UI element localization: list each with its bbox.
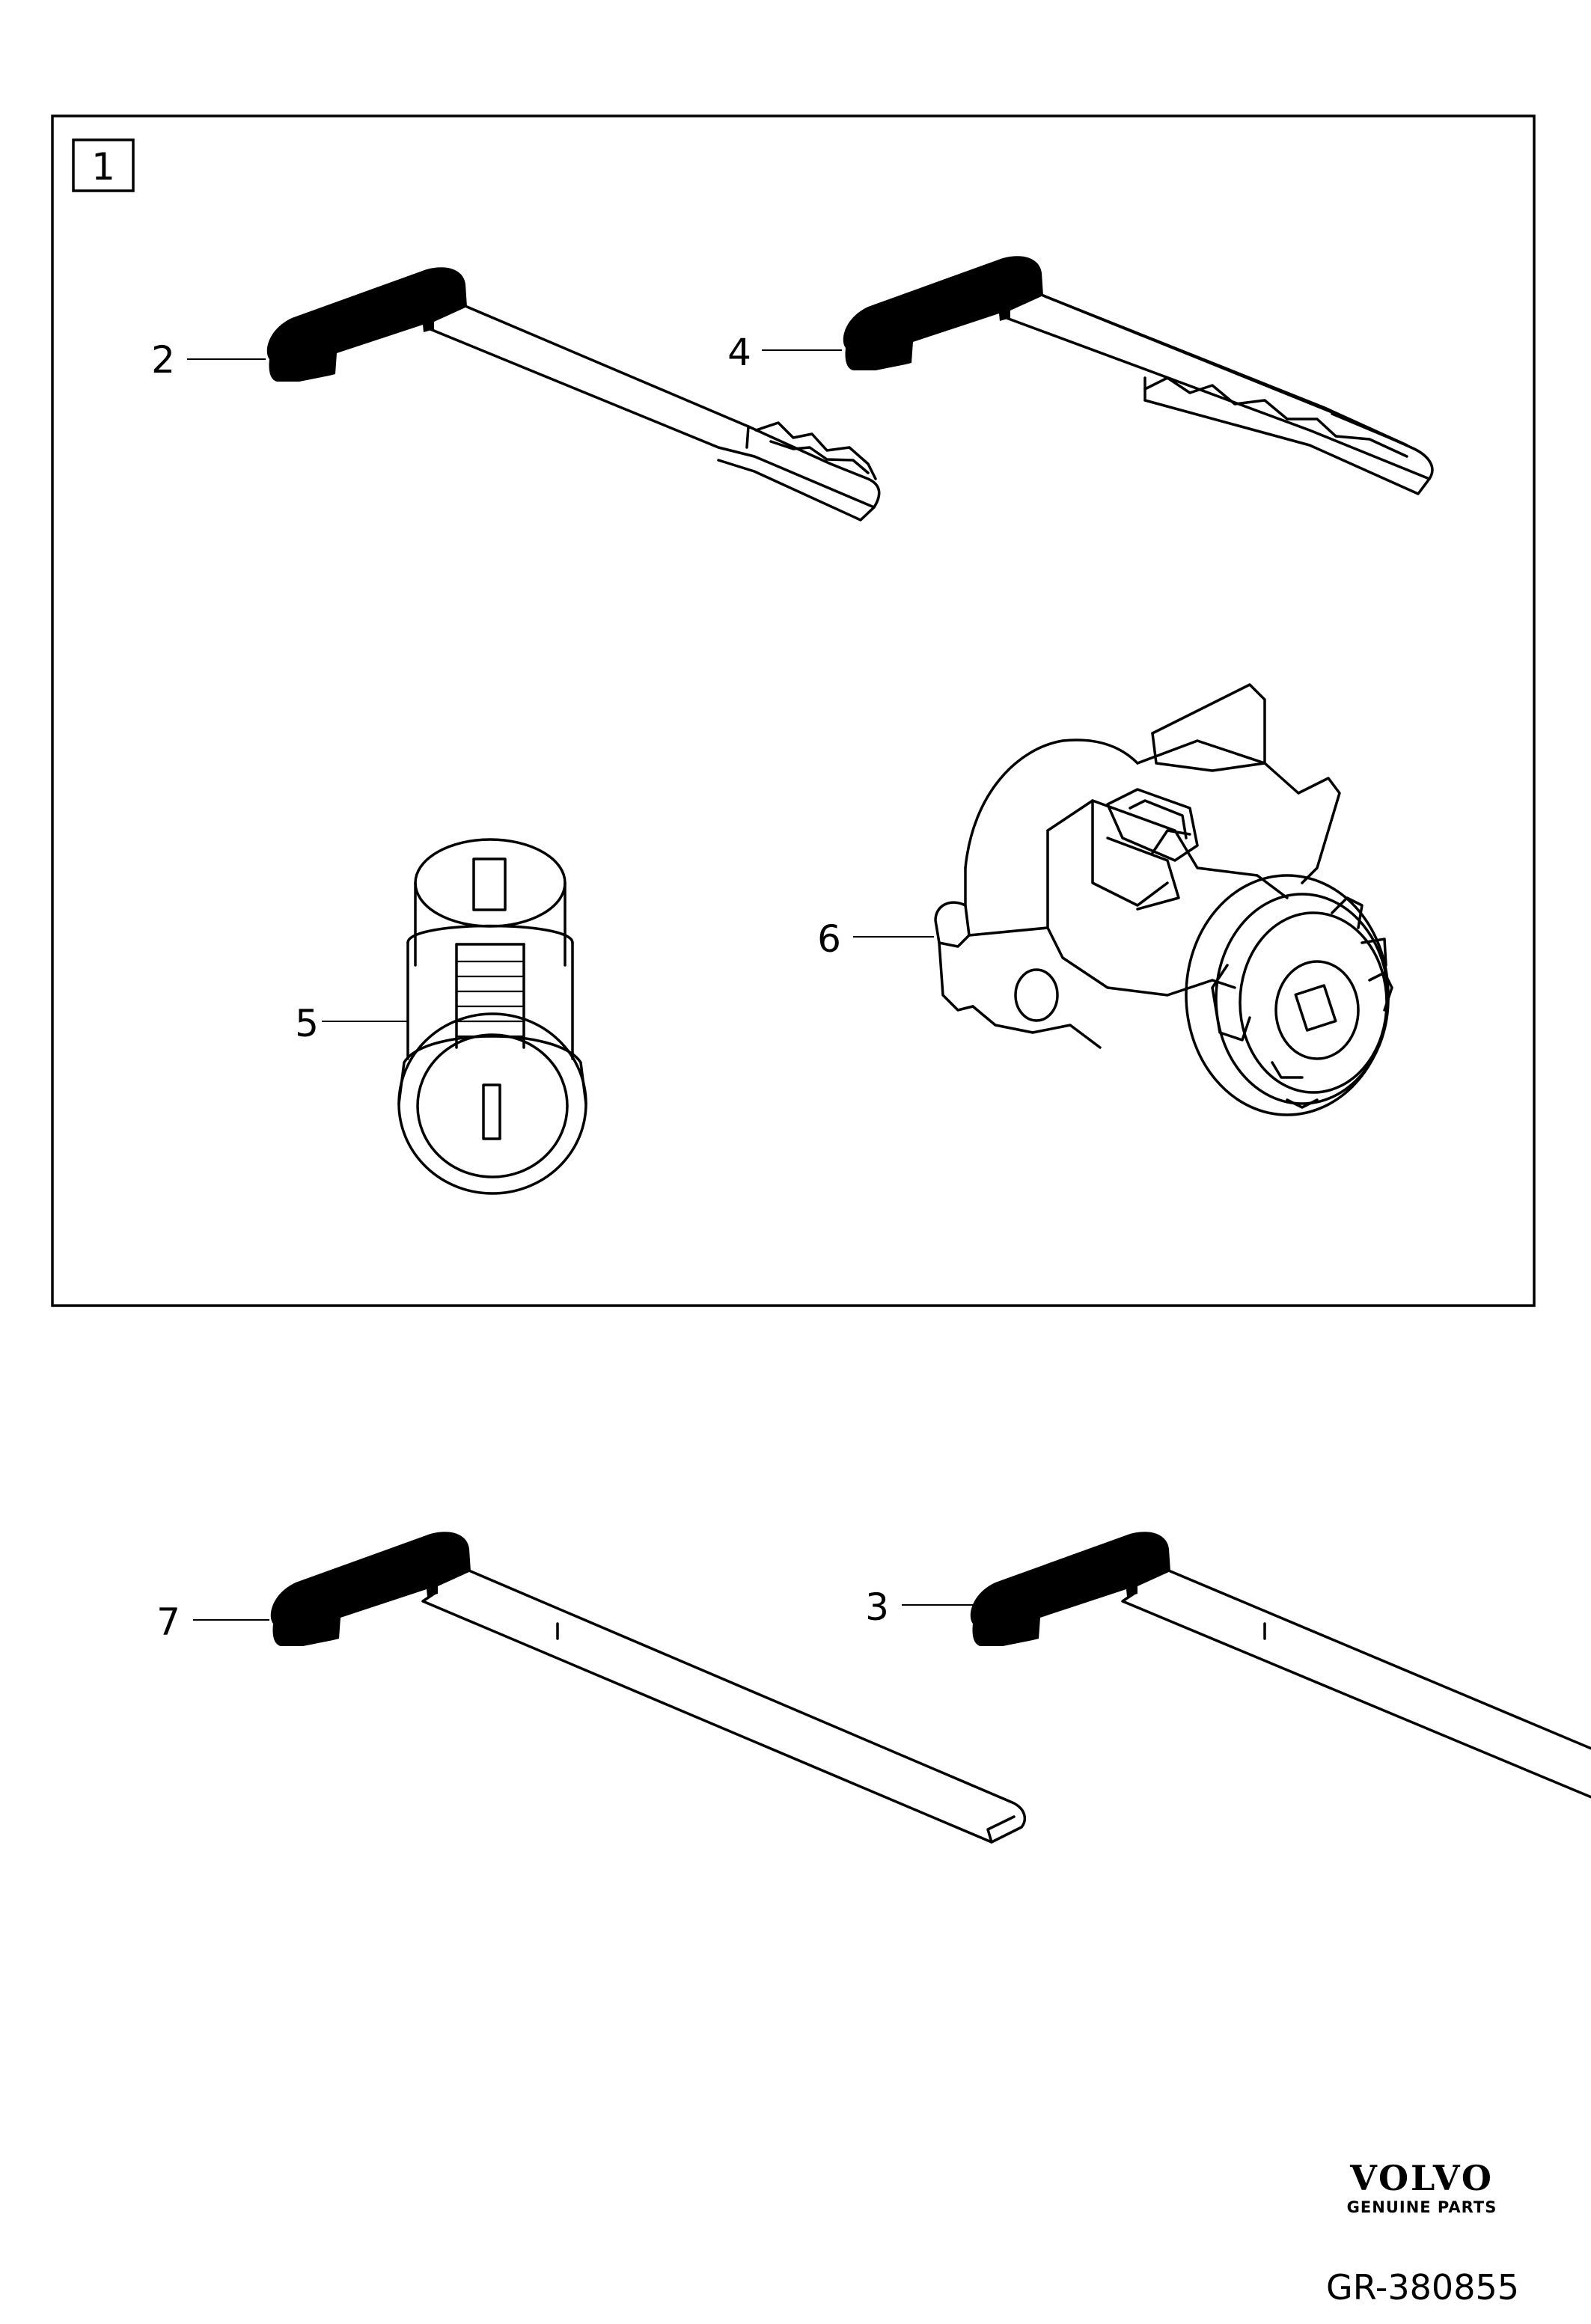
- brand-wordmark: VOLVO: [1350, 2158, 1494, 2198]
- ignition-lock-icon: [934, 683, 1393, 1116]
- group-label-box: [72, 138, 135, 192]
- lock-cylinder-icon: [397, 838, 587, 1195]
- key-blank-icon: [970, 1532, 1591, 1799]
- callout-5: 5: [295, 1002, 319, 1045]
- callout-4: 6: [817, 917, 841, 961]
- key-blade-icon: [266, 267, 881, 522]
- callout-2: 2: [151, 338, 175, 382]
- key-blank-icon: [270, 1532, 1027, 1844]
- brand-tagline: GENUINE PARTS: [1346, 2198, 1497, 2216]
- callout-7: 3: [865, 1585, 889, 1629]
- callout-6: 7: [156, 1600, 180, 1644]
- group-label: 1: [91, 145, 115, 189]
- group-frame: [51, 114, 1536, 1307]
- callout-3: 4: [727, 331, 751, 374]
- diagram-reference: GR-380855: [1326, 2267, 1519, 2308]
- key-blade-icon: [843, 256, 1434, 495]
- brand-logo: VOLVO GENUINE PARTS: [1325, 2159, 1519, 2218]
